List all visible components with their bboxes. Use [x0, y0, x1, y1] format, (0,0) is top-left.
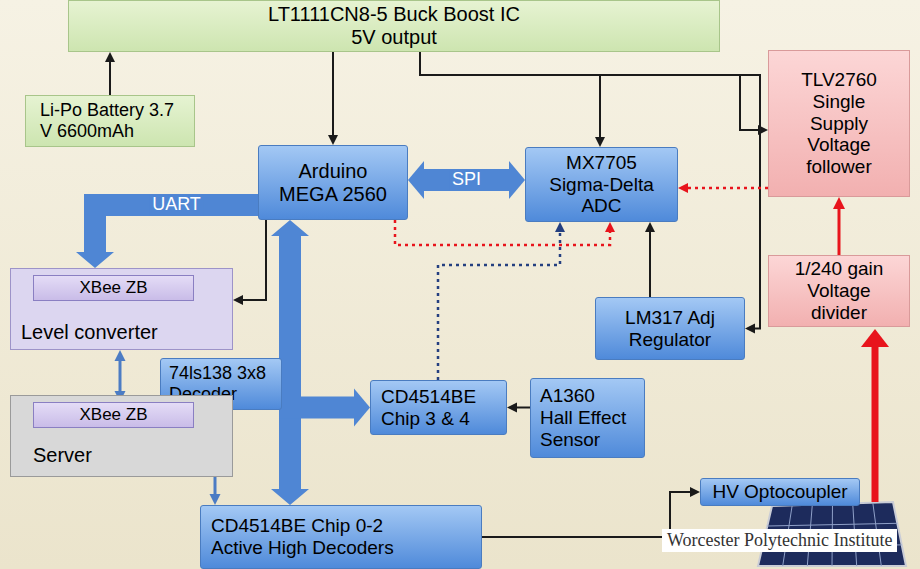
process-box: CD4514BE Chip 3 & 4: [370, 380, 507, 435]
arrow-head: [595, 137, 605, 147]
connector: [420, 52, 768, 135]
node-label: TLV2760 Single Supply Voltage follower: [795, 69, 883, 178]
server-box: Server XBee ZB: [10, 395, 233, 477]
process-box: MX7705 Sigma-Delta ADC: [525, 147, 678, 222]
connector-line: [332, 52, 334, 136]
connector: [678, 183, 768, 193]
node-label: MX7705 Sigma-Delta ADC: [546, 152, 658, 218]
node-label: Li-Po Battery 3.7 V 6600mAh: [40, 100, 176, 141]
node-label: XBee ZB: [79, 405, 147, 425]
connector: [645, 222, 655, 297]
connector: [438, 222, 565, 380]
connector: [420, 52, 760, 334]
connector-line: [395, 220, 610, 245]
connector-line: [438, 231, 560, 380]
power-box: LT1111CN8-5 Buck Boost IC 5V output: [68, 0, 720, 52]
process-box: HV Optocoupler: [700, 478, 860, 506]
connector: [507, 403, 530, 413]
node-label: 1/240 gain Voltage divider: [787, 258, 891, 324]
arrow-head: [507, 403, 517, 413]
watermark-text: Worcester Polytechnic Institute: [662, 529, 897, 552]
connector: [408, 161, 525, 199]
process-box: Arduino MEGA 2560: [258, 145, 408, 220]
arrow-head: [328, 135, 338, 145]
arrow-head: [555, 222, 565, 232]
connector: [233, 220, 266, 305]
connector-line: [420, 52, 600, 138]
arrow-head: [271, 489, 309, 505]
node-label: Arduino MEGA 2560: [274, 160, 392, 206]
panel-grid-line: [767, 523, 897, 526]
power-arrow: [872, 346, 879, 502]
connector-label: UART: [149, 195, 204, 215]
connector-line: [482, 492, 691, 537]
connector-line: [242, 220, 266, 300]
node-label: XBee ZB: [79, 278, 147, 298]
connector-line: [687, 187, 768, 190]
sensor-box: A1360 Hall Effect Sensor: [530, 378, 645, 458]
connector: [395, 220, 615, 245]
arrow-head: [233, 295, 243, 305]
analog-box: 1/240 gain Voltage divider: [768, 255, 910, 327]
connector: [105, 52, 115, 95]
connector: [420, 52, 605, 147]
analog-box: TLV2760 Single Supply Voltage follower: [768, 50, 910, 197]
node-label: A1360 Hall Effect Sensor: [540, 385, 631, 451]
arrow-head: [645, 222, 655, 232]
connector-line: [290, 256, 355, 408]
connector: [328, 52, 338, 145]
connector-line: [838, 208, 841, 255]
process-box: LM317 Adj Regulator: [595, 297, 745, 360]
node-label: HV Optocoupler: [712, 481, 847, 503]
arrow-head: [115, 350, 126, 361]
node-label: Level converter: [21, 321, 158, 344]
radio-box: XBee ZB: [33, 402, 194, 428]
arrow-head: [210, 494, 221, 505]
arrow-head: [408, 161, 424, 199]
connector-line: [420, 52, 759, 130]
node-label: LM317 Adj Regulator: [618, 307, 722, 351]
converter-box: Level converter XBee ZB: [10, 268, 233, 350]
arrow-head: [605, 222, 615, 232]
node-label: LT1111CN8-5 Buck Boost IC 5V output: [258, 3, 530, 49]
arrow-head: [76, 252, 114, 268]
arrow-head: [690, 487, 700, 497]
arrow-head: [678, 183, 688, 193]
connector-line: [649, 231, 651, 297]
connector-line: [119, 360, 122, 392]
arrow-head: [354, 389, 370, 427]
arrow-head: [271, 220, 309, 236]
connector: [833, 197, 845, 255]
node-label: CD4514BE Chip 3 & 4: [381, 386, 493, 430]
arrow-head: [833, 197, 845, 209]
node-label: Server: [33, 444, 92, 467]
connector-label: SPI: [449, 170, 484, 190]
arrow-head: [105, 52, 115, 62]
node-label: CD4514BE Chip 0-2 Active High Decoders: [211, 515, 411, 559]
connector-line: [109, 61, 111, 95]
connector: [290, 256, 370, 427]
connector-line: [420, 52, 760, 329]
radio-box: XBee ZB: [33, 275, 194, 301]
process-box: CD4514BE Chip 0-2 Active High Decoders: [200, 505, 482, 569]
arrow-head: [509, 161, 525, 199]
power-arrow-head: [861, 329, 889, 347]
connector-line: [516, 407, 530, 409]
connector-line: [423, 169, 510, 191]
arrow-head: [745, 324, 755, 334]
battery-box: Li-Po Battery 3.7 V 6600mAh: [25, 95, 195, 147]
